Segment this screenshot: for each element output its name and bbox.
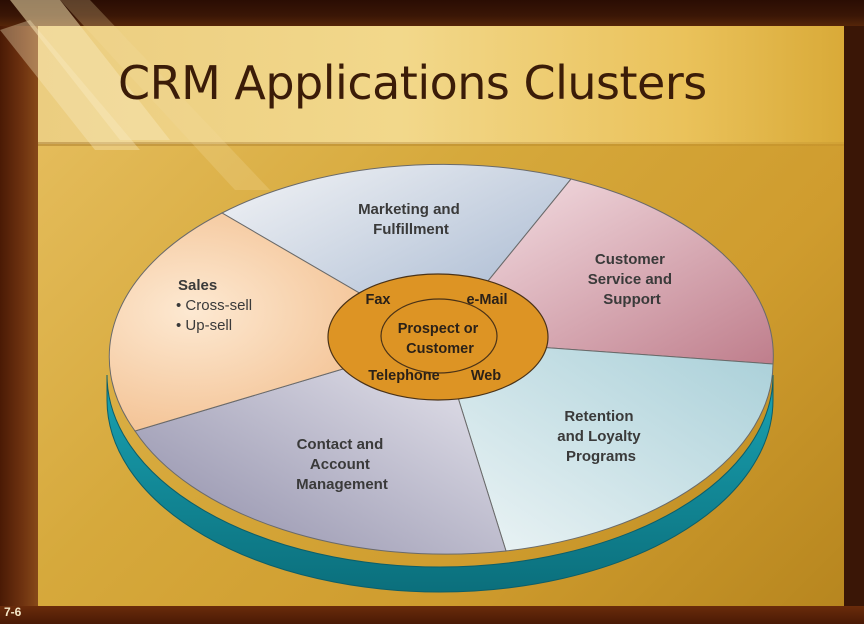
segment-retention-label: Retention and Loyalty Programs xyxy=(557,408,645,465)
title-band xyxy=(38,26,844,144)
segment-service-line-3: Support xyxy=(603,291,661,308)
segment-contact-line-1: Contact and xyxy=(297,436,384,453)
hub-center-line-1: Prospect or xyxy=(398,321,479,337)
segment-marketing-line-2: Fulfillment xyxy=(373,221,449,238)
pie-side-wall xyxy=(106,374,774,593)
segment-retention-line-3: Programs xyxy=(566,448,636,465)
slide-number: 7-6 xyxy=(4,605,22,619)
hub-inner-ellipse xyxy=(380,298,498,374)
segment-retention-line-1: Retention xyxy=(564,408,633,425)
page-title: CRM Applications Clusters xyxy=(118,56,707,110)
segment-service-line-2: Service and xyxy=(588,271,672,288)
channel-fax: Fax xyxy=(366,292,391,308)
bottom-frame-strip xyxy=(0,606,864,624)
segment-marketing-wedge xyxy=(220,163,572,341)
segment-retention-wedge xyxy=(439,339,774,552)
title-band-edge xyxy=(38,142,844,146)
segment-sales-label: Sales • Cross-sell • Up-sell xyxy=(176,277,256,334)
channel-web: Web xyxy=(471,368,501,384)
segment-contact-line-2: Account xyxy=(310,456,370,473)
segment-sales-title: Sales xyxy=(178,277,217,294)
channel-email: e-Mail xyxy=(466,292,507,308)
hub-center-label: Prospect or Customer xyxy=(398,321,483,357)
hub-center-line-2: Customer xyxy=(406,341,474,357)
segment-marketing-line-1: Marketing and xyxy=(358,201,460,218)
segment-marketing-label: Marketing and Fulfillment xyxy=(358,201,464,238)
segment-contact-line-3: Management xyxy=(296,476,388,493)
segment-service-line-1: Customer xyxy=(595,251,665,268)
channel-telephone: Telephone xyxy=(368,368,439,384)
segment-sales-bullet-1: • Cross-sell xyxy=(176,297,252,314)
segment-sales-bullet-2: • Up-sell xyxy=(176,317,232,334)
segment-sales-wedge xyxy=(108,212,442,432)
segment-retention-line-2: and Loyalty xyxy=(557,428,641,445)
segment-service-label: Customer Service and Support xyxy=(588,251,676,308)
segment-contact-label: Contact and Account Management xyxy=(296,436,388,493)
